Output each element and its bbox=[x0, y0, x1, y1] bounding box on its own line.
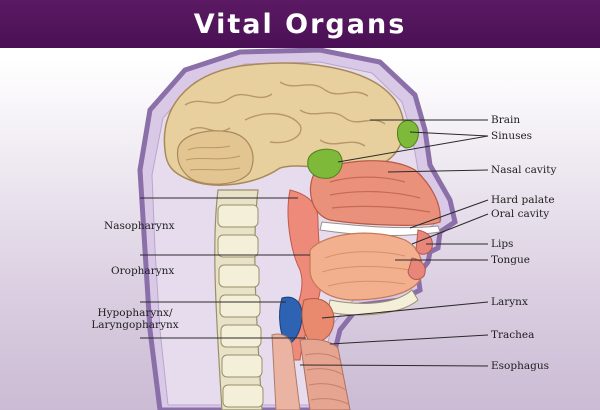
leader-lines-right bbox=[299, 119, 489, 367]
lips-shape bbox=[415, 229, 433, 255]
page-title: Vital Organs bbox=[193, 8, 407, 40]
sinus-frontal bbox=[397, 120, 419, 149]
larynx-shape bbox=[301, 298, 335, 343]
label-hard-palate: Hard palate bbox=[491, 194, 555, 206]
label-hypopharynx-line2: Laryngopharynx bbox=[91, 319, 179, 331]
label-larynx: Larynx bbox=[491, 296, 528, 308]
label-trachea: Trachea bbox=[491, 329, 535, 341]
leader-lines-left bbox=[140, 197, 310, 339]
sinus-sphenoid bbox=[307, 148, 343, 179]
label-brain: Brain bbox=[491, 114, 521, 126]
trachea-shape bbox=[299, 338, 351, 410]
label-hypopharynx-line1: Hypopharynx/ bbox=[97, 307, 173, 319]
label-oral-cavity: Oral cavity bbox=[491, 208, 550, 220]
trachea-rings bbox=[304, 353, 349, 405]
label-esophagus: Esophagus bbox=[491, 360, 549, 372]
label-sinuses: Sinuses bbox=[491, 130, 533, 142]
label-nasopharynx: Nasopharynx bbox=[104, 220, 175, 232]
cerebellum-folds bbox=[185, 145, 241, 171]
label-lips: Lips bbox=[491, 238, 514, 250]
label-hypopharynx: Hypopharynx/ Laryngopharynx bbox=[86, 307, 184, 331]
cerebellum-shape bbox=[176, 130, 254, 185]
label-oropharynx: Oropharynx bbox=[111, 265, 175, 277]
tongue-texture bbox=[321, 251, 411, 287]
lower-lip-shape bbox=[407, 257, 426, 280]
label-tongue: Tongue bbox=[491, 254, 530, 266]
vertebrae bbox=[217, 204, 264, 408]
title-banner: Vital Organs bbox=[0, 0, 600, 48]
label-nasal-cavity: Nasal cavity bbox=[491, 164, 557, 176]
nasal-turbinates bbox=[329, 176, 431, 213]
hypopharynx-shape bbox=[279, 296, 303, 346]
mandible bbox=[327, 289, 419, 316]
